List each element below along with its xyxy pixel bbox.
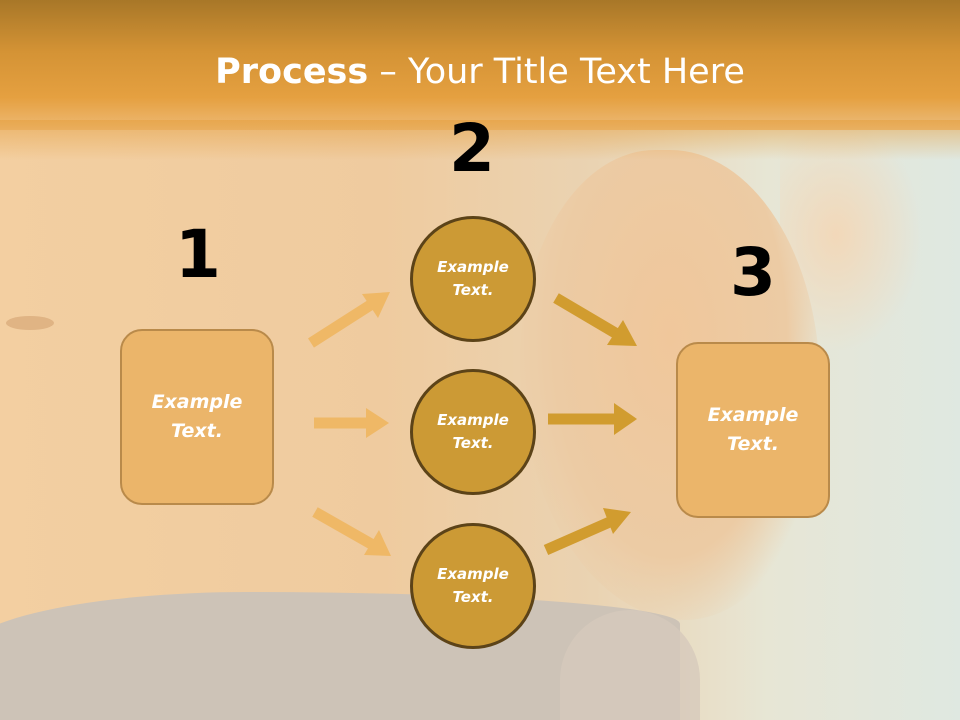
right-step-text: Example Text. [707, 403, 799, 455]
left-step-box: Example Text. [120, 329, 274, 505]
circle-step-3-text: Example Text. [437, 564, 509, 606]
circle-step-1-text: Example Text. [437, 257, 509, 299]
photo-navel [6, 316, 54, 330]
title-rest: – Your Title Text Here [368, 52, 745, 92]
circle-step-1: Example Text. [410, 216, 536, 342]
photo-waistband-shadow [560, 610, 700, 720]
title-bold: Process [215, 52, 369, 92]
arrow-to-circle-2 [314, 408, 389, 438]
circle-step-2: Example Text. [410, 369, 536, 495]
arrow-to-circle-3 [312, 507, 391, 556]
slide-title: Process – Your Title Text Here [0, 52, 960, 92]
left-step-text: Example Text. [151, 390, 243, 442]
circle-step-3: Example Text. [410, 523, 536, 649]
arrow-from-circle-3 [543, 508, 631, 556]
step-number-2: 2 [449, 110, 495, 187]
right-step-box: Example Text. [676, 342, 830, 518]
step-number-3: 3 [730, 234, 776, 311]
arrow-from-circle-2 [548, 403, 637, 435]
arrow-to-circle-1 [308, 292, 390, 348]
circle-step-2-text: Example Text. [437, 410, 509, 452]
arrow-from-circle-1 [553, 293, 637, 346]
title-bar [0, 0, 960, 130]
step-number-1: 1 [175, 216, 221, 293]
title-bar-fade [0, 120, 960, 160]
